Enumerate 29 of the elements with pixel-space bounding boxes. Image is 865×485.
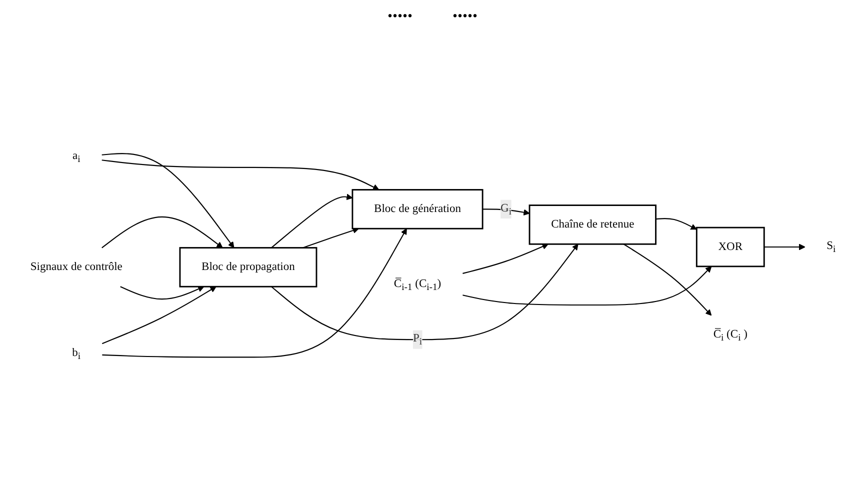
- arrow: [655, 218, 696, 230]
- signal-label: C̅$_{i-1}$ (C$_{i-1}$): [393, 278, 441, 292]
- ellipsis-dots: .....: [388, 0, 412, 24]
- signal-label: S$_{i}$: [826, 240, 836, 254]
- process-block: Bloc de génération: [351, 189, 483, 230]
- edge-label: P$_{i}$: [412, 330, 422, 350]
- edge-label: G$_{i}$: [500, 200, 512, 219]
- arrow: [101, 160, 379, 190]
- arrow: [101, 286, 216, 344]
- arrow: [462, 266, 712, 306]
- process-block: XOR: [695, 226, 764, 268]
- arrow: [101, 216, 222, 248]
- process-block: Bloc de propagation: [178, 247, 317, 288]
- signal-label: Signaux de contrôle: [30, 260, 122, 273]
- signal-label: C̅$_{i}$ (C$_{i}$ ): [712, 328, 747, 343]
- arrow: [462, 244, 548, 274]
- signal-label: b$_{i}$: [72, 346, 80, 362]
- arrow: [302, 227, 358, 248]
- process-block: Chaîne de retenue: [528, 204, 656, 245]
- arrow: [270, 244, 578, 340]
- arrow: [102, 228, 406, 358]
- arrow: [764, 244, 805, 250]
- arrow: [622, 244, 712, 316]
- arrow: [101, 152, 234, 248]
- arrow: [270, 194, 352, 248]
- arrow: [120, 286, 204, 300]
- arrow: [482, 208, 530, 216]
- signal-label: a$_{i}$: [72, 150, 80, 164]
- ellipsis-dots: .....: [452, 0, 478, 24]
